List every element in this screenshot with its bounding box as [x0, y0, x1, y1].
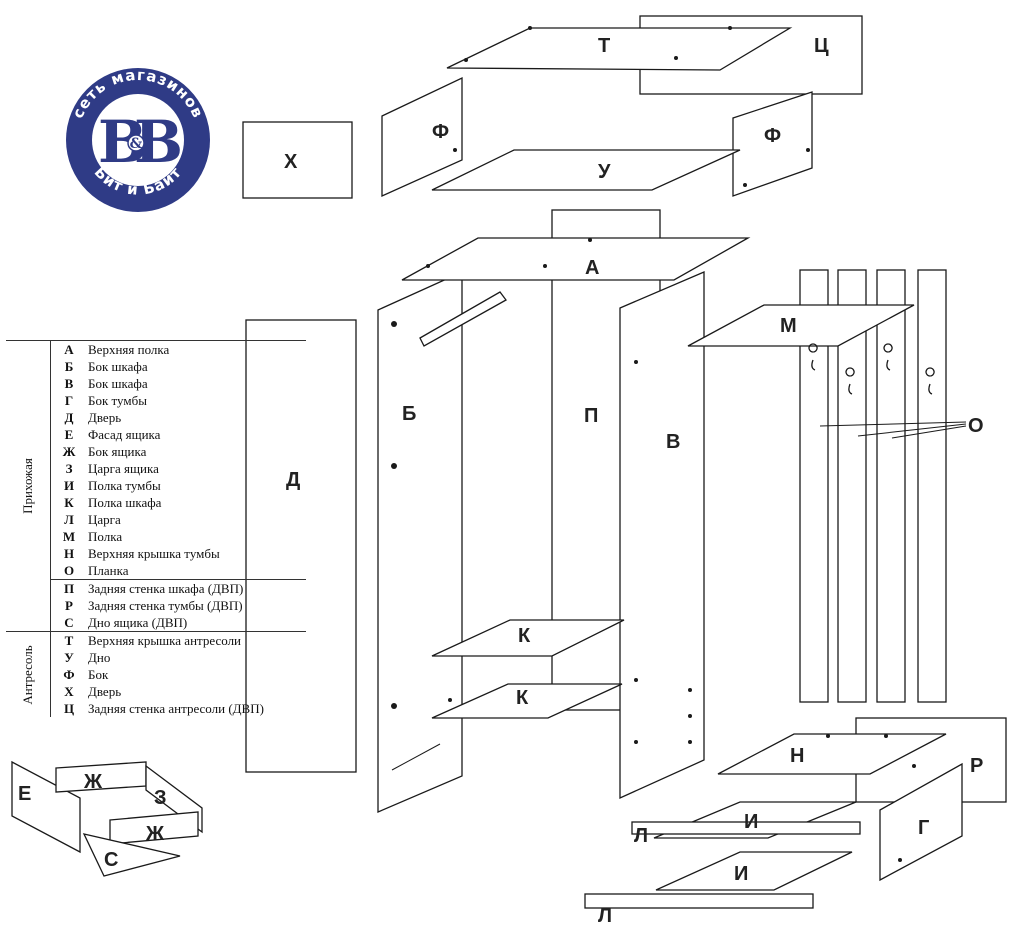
panel-l-lower — [584, 893, 814, 909]
panel-l-upper — [631, 821, 861, 835]
label-l-lower: Л — [598, 905, 612, 927]
label-k-upper: К — [518, 625, 531, 647]
panel-f-left — [381, 76, 463, 198]
panel-d — [245, 319, 357, 773]
drawer-group — [11, 760, 203, 877]
panel-k-lower — [431, 683, 623, 719]
label-d: Д — [286, 469, 300, 491]
panel-g — [879, 762, 963, 882]
hanger-rail — [419, 291, 507, 347]
label-b: Б — [402, 403, 416, 425]
legend-group-name: Прихожая — [20, 458, 35, 514]
panel-n — [717, 733, 947, 775]
label-f-left: Ф — [432, 121, 449, 143]
legend-group-name: Антресоль — [20, 644, 35, 705]
label-a: А — [585, 257, 599, 279]
planks-group — [687, 269, 967, 703]
label-g: Г — [918, 817, 929, 839]
label-z: З — [154, 787, 167, 809]
panel-t — [446, 27, 793, 71]
label-p: П — [584, 405, 598, 427]
mezzanine-group — [242, 15, 863, 199]
label-m: М — [780, 315, 797, 337]
label-l-upper: Л — [634, 825, 648, 847]
label-zh-front: Ж — [145, 823, 165, 845]
label-x: Х — [284, 151, 298, 173]
panel-x — [242, 121, 353, 199]
label-r: Р — [970, 755, 983, 777]
panel-b — [377, 270, 463, 813]
panel-v — [619, 271, 705, 800]
label-s: С — [104, 849, 118, 871]
drawer-side-zh-front — [109, 811, 199, 845]
label-u: У — [598, 161, 611, 183]
label-ts: Ц — [814, 35, 829, 57]
part-labels: Т Ц Ф Ф Х У А Б П В Д М О К К Н Р Г И И … — [18, 35, 984, 927]
label-zh-back: Ж — [83, 771, 103, 793]
label-v: В — [666, 431, 680, 453]
panel-a — [401, 237, 751, 281]
label-o: О — [968, 415, 984, 437]
wardrobe-group — [245, 209, 751, 813]
panel-f-right — [732, 91, 813, 197]
panel-m — [687, 304, 915, 347]
label-t: Т — [598, 35, 610, 57]
logo-amp: & — [130, 136, 143, 152]
label-i-lower: И — [734, 863, 748, 885]
drawer-bottom-s — [82, 833, 181, 877]
legend-divider — [50, 579, 306, 580]
label-i-upper: И — [744, 811, 758, 833]
plank-o-4 — [917, 269, 947, 703]
label-n: Н — [790, 745, 804, 767]
panel-u — [431, 149, 741, 191]
plank-o-3 — [876, 269, 906, 703]
cabinet-group — [584, 717, 1007, 909]
label-e: Е — [18, 783, 31, 805]
panel-i-lower — [655, 851, 853, 891]
store-logo: сеть магазинов Бит и Байт B B & — [66, 66, 210, 212]
panel-k-upper — [431, 619, 625, 657]
label-k-lower: К — [516, 687, 529, 709]
label-f-right: Ф — [764, 125, 781, 147]
